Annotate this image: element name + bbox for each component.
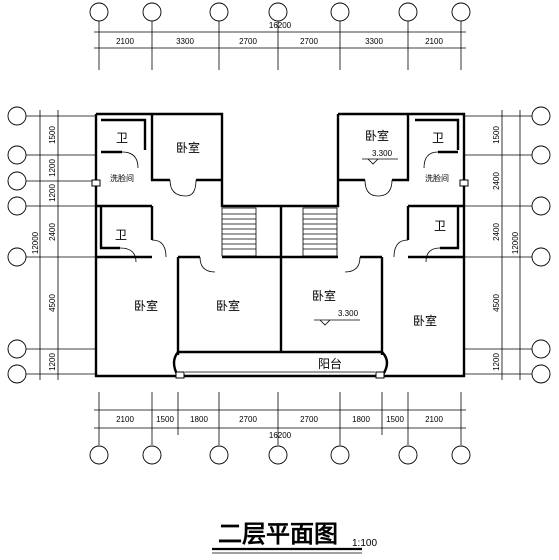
stairs-group (221, 207, 338, 257)
right-dim-segment: 4500 (492, 294, 501, 312)
level-marks-group: 3.300 3.300 (314, 149, 398, 326)
right-dim-segment: 1200 (492, 353, 501, 371)
axis-circle (531, 106, 551, 126)
axis-circle (330, 2, 350, 22)
left-dim-segment: 2400 (48, 223, 57, 241)
bottom-dim-segment: 1500 (386, 415, 404, 424)
left-dim-segment: 1200 (48, 159, 57, 177)
room-labels-group: 卫 卧室 卧室 卫 洗脸间 洗脸间 卫 卫 卧室 卧室 卧室 卧室 阳台 (110, 128, 449, 371)
top-dim-segment: 2100 (116, 37, 134, 46)
room-label-bedroom: 卧室 (413, 313, 437, 328)
bottom-dimension-group: 2100 1500 1800 2700 2700 1800 1500 2100 … (89, 392, 471, 465)
axis-circle (142, 445, 162, 465)
drawing-scale: 1:100 (352, 538, 377, 549)
room-label-wc: 卫 (116, 131, 128, 145)
axis-circle (89, 445, 109, 465)
bottom-dim-segment: 2100 (425, 415, 443, 424)
right-dim-segment: 2400 (492, 172, 501, 190)
bottom-dim-segment: 1800 (352, 415, 370, 424)
axis-circle (531, 339, 551, 359)
axis-circle (451, 445, 471, 465)
axis-circle (531, 247, 551, 267)
room-label-bedroom: 卧室 (176, 140, 200, 155)
right-total-dim: 12000 (511, 231, 520, 254)
walls-group (94, 112, 466, 378)
room-label-bedroom: 卧室 (365, 128, 389, 143)
room-label-washroom: 洗脸间 (425, 173, 449, 183)
axis-circle (7, 171, 27, 191)
bottom-dim-segment: 1500 (156, 415, 174, 424)
axis-circle (89, 2, 109, 22)
axis-circle (7, 247, 27, 267)
left-total-dim: 12000 (31, 231, 40, 254)
room-label-bedroom: 卧室 (312, 288, 336, 303)
top-dim-segment: 2100 (425, 37, 443, 46)
drawing-title: 二层平面图 (218, 521, 338, 548)
top-dim-segment: 3300 (365, 37, 383, 46)
left-dimension-group: 12000 1500 1200 1200 2400 4500 1200 (7, 106, 96, 384)
room-label-wc: 卫 (432, 131, 444, 145)
axis-circle (7, 339, 27, 359)
room-label-wc: 卫 (115, 228, 127, 242)
left-dim-segment: 4500 (48, 294, 57, 312)
bottom-dim-segment: 1800 (190, 415, 208, 424)
top-dimension-group: 16200 2100 3300 2700 2700 3300 2100 (89, 2, 471, 70)
level-mark: 3.300 (338, 309, 359, 318)
axis-circle (330, 445, 350, 465)
door-swings-group (119, 151, 441, 273)
room-label-bedroom: 卧室 (134, 298, 158, 313)
axis-circle (398, 2, 418, 22)
axis-circle (451, 2, 471, 22)
axis-circle (142, 2, 162, 22)
axis-circle (209, 445, 229, 465)
room-label-wc: 卫 (434, 219, 446, 233)
drawing-title-group: 二层平面图 1:100 (212, 521, 377, 554)
axis-circle (7, 196, 27, 216)
left-dim-segment: 1200 (48, 353, 57, 371)
level-mark: 3.300 (372, 149, 393, 158)
axis-circle (209, 2, 229, 22)
axis-circle (7, 145, 27, 165)
axis-circle (7, 364, 27, 384)
axis-circle (531, 145, 551, 165)
axis-circle (531, 196, 551, 216)
bottom-total-dim: 16200 (269, 431, 292, 440)
top-dim-segment: 3300 (176, 37, 194, 46)
top-dim-segment: 2700 (300, 37, 318, 46)
axis-circle (531, 364, 551, 384)
axis-circle (398, 445, 418, 465)
room-label-bedroom: 卧室 (216, 298, 240, 313)
right-dim-segment: 1500 (492, 126, 501, 144)
top-dim-segment: 2700 (239, 37, 257, 46)
right-dim-segment: 2400 (492, 223, 501, 241)
top-total-dim: 16200 (269, 21, 292, 30)
axis-circle (268, 2, 288, 22)
room-label-balcony: 阳台 (318, 356, 342, 371)
bottom-dim-segment: 2700 (239, 415, 257, 424)
bottom-dim-segment: 2100 (116, 415, 134, 424)
bottom-dim-segment: 2700 (300, 415, 318, 424)
left-dim-segment: 1500 (48, 126, 57, 144)
right-dimension-group: 12000 1500 2400 2400 4500 1200 (464, 106, 551, 384)
axis-circle (7, 106, 27, 126)
left-dim-segment: 1200 (48, 184, 57, 202)
room-label-washroom: 洗脸间 (110, 173, 134, 183)
axis-circle (268, 445, 288, 465)
window-marks-group (91, 179, 469, 379)
